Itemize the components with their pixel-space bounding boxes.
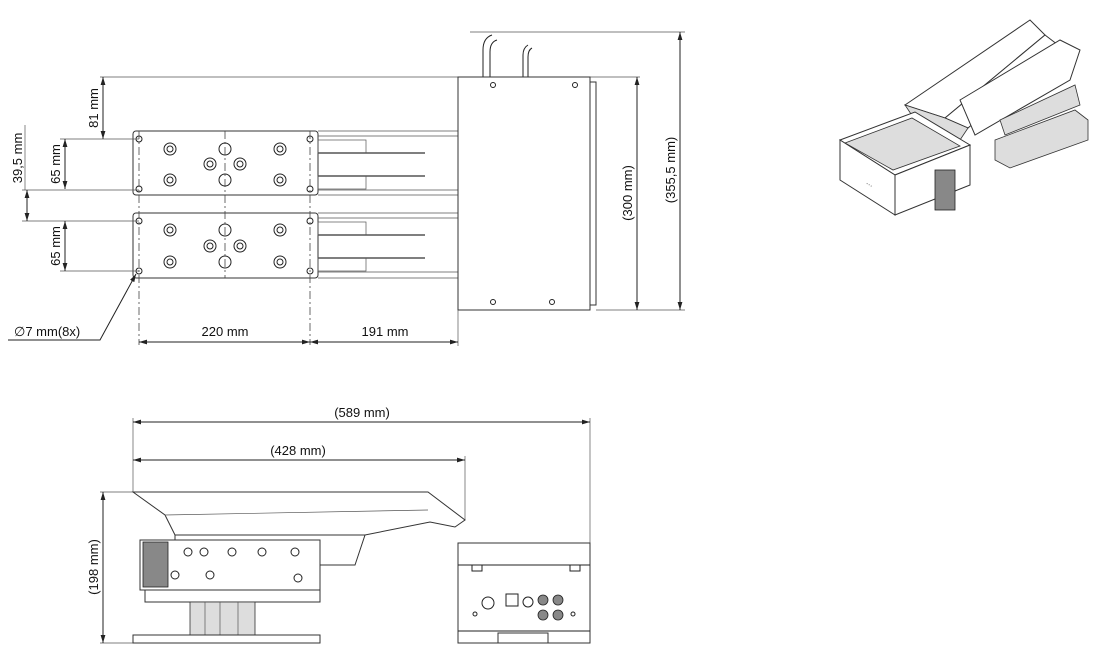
logo-mark: ⋯	[864, 181, 874, 191]
isometric-view: ⋯	[838, 19, 1089, 216]
dim-355-5mm: (355,5 mm)	[663, 137, 678, 203]
dim-81mm: 81 mm	[86, 88, 101, 128]
switch-icon	[481, 596, 495, 610]
dim-65mm-plate1: 65 mm	[48, 144, 63, 184]
mounting-plate-2	[132, 212, 319, 279]
side-view: (589 mm) (428 mm) (198 mm)	[86, 405, 591, 644]
top-view: 81 mm 39,5 mm 65 mm 65 mm ∅7 mm(8x) 220 …	[8, 31, 685, 346]
mounting-plate-1	[132, 130, 319, 196]
dim-hole-diameter: ∅7 mm(8x)	[14, 324, 80, 339]
dim-191mm: 191 mm	[362, 324, 409, 339]
dim-220mm: 220 mm	[202, 324, 249, 339]
dim-300mm: (300 mm)	[620, 165, 635, 221]
dim-198mm: (198 mm)	[86, 539, 101, 595]
drive-unit-side	[132, 539, 321, 644]
dim-428mm: (428 mm)	[270, 443, 326, 458]
dim-39-5mm: 39,5 mm	[10, 133, 25, 184]
dim-589mm: (589 mm)	[334, 405, 390, 420]
ethernet-port-icon	[505, 593, 519, 607]
controller-box-top	[457, 34, 597, 311]
dim-65mm-plate2: 65 mm	[48, 226, 63, 266]
rails	[317, 130, 458, 279]
controller-front	[457, 542, 591, 644]
